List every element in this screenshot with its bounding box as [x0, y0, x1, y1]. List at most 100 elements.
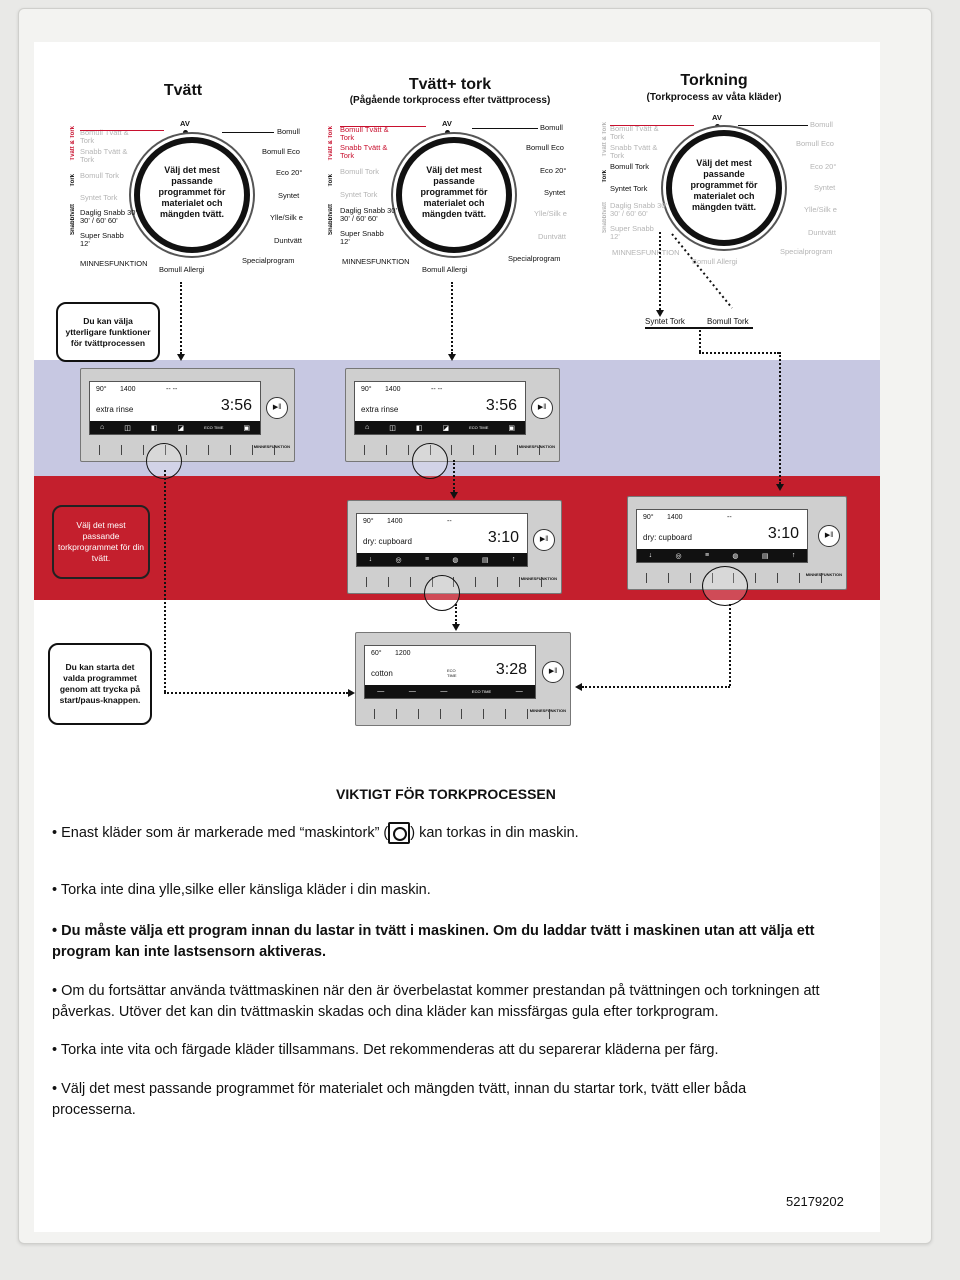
spin: 1200 — [395, 650, 411, 657]
arrow-line — [453, 460, 455, 492]
program-down[interactable]: Duntvätt — [538, 232, 566, 241]
remaining-time: 3:10 — [767, 525, 799, 542]
program-cotton-eco[interactable]: Bomull Eco — [796, 139, 834, 148]
program-synthetic-dry[interactable]: Syntet Tork — [340, 190, 378, 199]
program-super-quick[interactable]: Super Snabb 12' — [610, 224, 654, 241]
program-synthetic-dry[interactable]: Syntet Tork — [610, 184, 648, 193]
spin: 1400 — [120, 386, 136, 393]
program-quick-wash-dry[interactable]: Snabb Tvätt & Tork — [340, 143, 388, 160]
program-down[interactable]: Duntvätt — [808, 228, 836, 237]
program-super-quick[interactable]: Super Snabb 12' — [340, 229, 384, 246]
pick-cotton-dry: Bomull Tork — [707, 317, 749, 326]
program-daily-quick[interactable]: Daglig Snabb 30' 30' / 60' 60' — [610, 201, 667, 218]
display: 90° 1400 -- dry: cupboard 3:10 ↓◎≡◍▤↑ — [356, 513, 528, 567]
note-extra-functions: Du kan välja ytterligare funktioner för … — [56, 302, 160, 362]
control-panel-wash-dry: 90° 1400 -- -- extra rinse 3:56 ⌂◫◧◪ECO … — [345, 368, 560, 462]
program-cotton[interactable]: Bomull — [540, 123, 563, 132]
program-synthetic[interactable]: Syntet — [544, 188, 566, 197]
program-cotton-wash-dry[interactable]: Bomull Tvätt & Tork — [610, 124, 659, 141]
bullet-wool: • Torka inte dina ylle,silke eller känsl… — [52, 882, 431, 898]
program-cotton-eco[interactable]: Bomull Eco — [262, 147, 300, 156]
tab-quick-wash: Snabbtvätt — [328, 204, 334, 236]
program-cotton[interactable]: Bomull — [810, 120, 833, 129]
program-eco-20[interactable]: Eco 20° — [276, 168, 303, 177]
option-icons: ⌂◫◧◪ECO TIME▣ — [90, 421, 260, 434]
program-memory[interactable]: MINNESFUNKTION — [342, 257, 410, 266]
program-cotton-dry[interactable]: Bomull Tork — [80, 171, 120, 180]
panel-buttons[interactable] — [354, 445, 550, 455]
memory-label: MINNESFUNKTION — [530, 708, 566, 713]
dial-off-dot — [445, 130, 450, 135]
program-cotton-wash-dry[interactable]: Bomull Tvätt & Tork — [340, 125, 389, 142]
program-wool-silk[interactable]: Ylle/Silk e — [270, 213, 303, 222]
program-super-quick[interactable]: Super Snabb 12' — [80, 231, 124, 248]
section-title: VIKTIGT FÖR TORKPROCESSEN — [336, 786, 556, 802]
arrow-head — [452, 624, 460, 631]
arrow-head — [776, 484, 784, 491]
panel-buttons[interactable] — [89, 445, 285, 455]
start-pause-button[interactable]: ▶‖ — [266, 397, 288, 419]
program-eco-20[interactable]: Eco 20° — [540, 166, 567, 175]
program-cotton-eco[interactable]: Bomull Eco — [526, 143, 564, 152]
bullet-text-pre: • Enast kläder som är markerade med “mas… — [52, 824, 389, 841]
option-text: dry: cupboard — [363, 537, 412, 546]
eco-time: ECO TIME — [469, 425, 489, 430]
program-quick-wash-dry[interactable]: Snabb Tvätt & Tork — [80, 147, 128, 164]
line — [340, 126, 426, 127]
tab-wash-dry: Tvätt & Tork — [328, 126, 334, 161]
temp: 90° — [643, 514, 654, 521]
program-synthetic[interactable]: Syntet — [814, 183, 836, 192]
program-wool-silk[interactable]: Ylle/Silk e — [804, 205, 837, 214]
tab-dry: Tork — [328, 174, 334, 187]
eco-time-icon: ECO TIME — [471, 689, 492, 694]
finger-press-icon — [424, 575, 460, 611]
heading-wash-dry: Tvätt+ tork — [408, 76, 492, 93]
start-pause-button[interactable]: ▶‖ — [531, 397, 553, 419]
program-daily-quick[interactable]: Daglig Snabb 30' 30' / 60' 60' — [340, 206, 397, 223]
program-eco-20[interactable]: Eco 20° — [810, 162, 837, 171]
heading-wash: Tvätt — [163, 82, 203, 99]
program-cotton-allergy[interactable]: Bomull Allergi — [692, 257, 738, 266]
program-special[interactable]: Specialprogram — [508, 254, 561, 263]
tab-wash-dry: Tvätt & Tork — [70, 126, 76, 161]
start-pause-button[interactable]: ▶‖ — [818, 525, 840, 547]
program-cotton-dry[interactable]: Bomull Tork — [610, 162, 650, 171]
program-knob[interactable]: Välj det mest passande programmet för ma… — [134, 137, 250, 253]
control-panel-start: 60° 1200 cotton ECO TIME 3:28 ———ECO TIM… — [355, 632, 571, 726]
dashes: -- -- — [431, 386, 443, 393]
program-cotton-allergy[interactable]: Bomull Allergi — [159, 265, 205, 274]
program-memory[interactable]: MINNESFUNKTION — [612, 248, 680, 257]
start-pause-button[interactable]: ▶‖ — [533, 529, 555, 551]
program-cotton-allergy[interactable]: Bomull Allergi — [422, 265, 468, 274]
arrow-line — [729, 604, 731, 686]
program-cotton[interactable]: Bomull — [277, 127, 300, 136]
program-wool-silk[interactable]: Ylle/Silk e — [534, 209, 567, 218]
line — [80, 130, 164, 131]
tumble-dry-symbol-icon — [388, 822, 411, 844]
program-daily-quick[interactable]: Daglig Snabb 30' 30' / 60' 60' — [80, 208, 137, 225]
arrow-line — [451, 282, 453, 354]
temp: 60° — [371, 650, 382, 657]
program-down[interactable]: Duntvätt — [274, 236, 302, 245]
program-cotton-wash-dry[interactable]: Bomull Tvätt & Tork — [80, 128, 129, 145]
program-cotton-dry[interactable]: Bomull Tork — [340, 167, 380, 176]
program-dial-wash-dry: AV Välj det mest passande programmet för… — [328, 112, 579, 277]
program-knob[interactable]: Välj det mest passande programmet för ma… — [396, 137, 512, 253]
program-memory[interactable]: MINNESFUNKTION — [80, 259, 148, 268]
arrow-line — [455, 604, 457, 624]
program-special[interactable]: Specialprogram — [242, 256, 295, 265]
arrow-line — [164, 470, 166, 692]
program-synthetic[interactable]: Syntet — [278, 191, 300, 200]
dial-off-label: AV — [442, 119, 452, 128]
arrow-line — [164, 692, 348, 694]
pick-underline — [645, 327, 753, 329]
program-synthetic-dry[interactable]: Syntet Tork — [80, 193, 118, 202]
program-knob[interactable]: Välj det mest passande programmet för ma… — [666, 130, 782, 246]
program-special[interactable]: Specialprogram — [780, 247, 833, 256]
panel-buttons[interactable] — [364, 709, 560, 719]
arrow-line — [582, 686, 730, 688]
program-quick-wash-dry[interactable]: Snabb Tvätt & Tork — [610, 143, 658, 160]
start-pause-button[interactable]: ▶‖ — [542, 661, 564, 683]
finger-press-icon — [702, 566, 748, 606]
control-panel-wash: 90° 1400 -- -- extra rinse 3:56 ⌂◫◧◪ECO … — [80, 368, 295, 462]
